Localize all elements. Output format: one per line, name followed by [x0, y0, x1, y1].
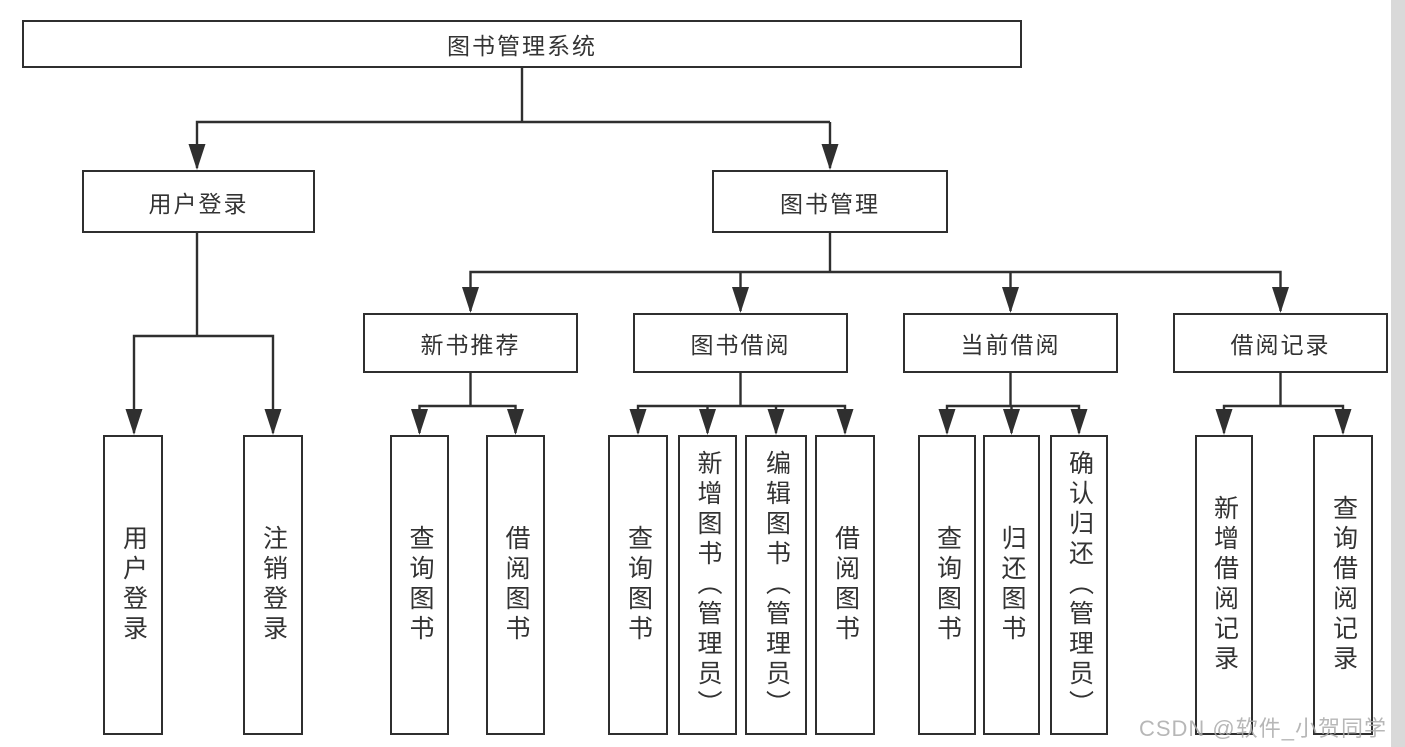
node-label: 用户登录 [148, 190, 249, 217]
node-current-borrowing: 当前借阅 [903, 313, 1118, 373]
leaf-add-books-admin: 新增图书（管理员） [678, 435, 737, 735]
node-label: 查询借阅记录 [1329, 495, 1358, 675]
node-new-book-recommendation: 新书推荐 [363, 313, 578, 373]
node-label: 新增图书（管理员） [694, 450, 722, 720]
node-label: 借阅记录 [1230, 332, 1331, 358]
leaf-query-borrow-record: 查询借阅记录 [1313, 435, 1373, 735]
leaf-edit-books-admin: 编辑图书（管理员） [745, 435, 807, 735]
node-label: 查询图书 [406, 525, 434, 645]
node-label: 编辑图书（管理员） [762, 450, 791, 720]
leaf-borrow-books: 借阅图书 [815, 435, 875, 735]
node-label: 新增借阅记录 [1210, 495, 1239, 675]
leaf-query-books: 查询图书 [918, 435, 976, 735]
node-label: 借阅图书 [831, 525, 860, 645]
leaf-borrow-books: 借阅图书 [486, 435, 545, 735]
node-user-login: 用户登录 [82, 170, 315, 233]
leaf-confirm-return-admin: 确认归还（管理员） [1050, 435, 1108, 735]
watermark: CSDN @软件_小贺同学 [1138, 716, 1387, 741]
node-library-management-system: 图书管理系统 [22, 20, 1022, 68]
node-label: 用户登录 [119, 525, 148, 645]
node-book-management: 图书管理 [712, 170, 948, 233]
leaf-return-books: 归还图书 [983, 435, 1040, 735]
node-label: 借阅图书 [502, 525, 530, 645]
node-label: 归还图书 [998, 525, 1026, 645]
leaf-query-books: 查询图书 [608, 435, 668, 735]
node-book-borrowing: 图书借阅 [633, 313, 848, 373]
leaf-add-borrow-record: 新增借阅记录 [1195, 435, 1253, 735]
leaf-query-books: 查询图书 [390, 435, 449, 735]
node-label: 查询图书 [933, 525, 962, 645]
leaf-user-login: 用户登录 [103, 435, 163, 735]
right-edge-strip [1391, 0, 1405, 747]
node-label: 查询图书 [624, 525, 653, 645]
node-label: 确认归还（管理员） [1065, 450, 1094, 720]
node-label: 新书推荐 [420, 332, 521, 358]
node-label: 图书管理系统 [447, 33, 597, 59]
node-label: 图书管理 [780, 190, 880, 217]
node-label: 图书借阅 [690, 332, 791, 358]
leaf-logout-login: 注销登录 [243, 435, 303, 735]
node-label: 当前借阅 [960, 332, 1061, 358]
node-label: 注销登录 [259, 525, 288, 645]
node-borrowing-records: 借阅记录 [1173, 313, 1388, 373]
